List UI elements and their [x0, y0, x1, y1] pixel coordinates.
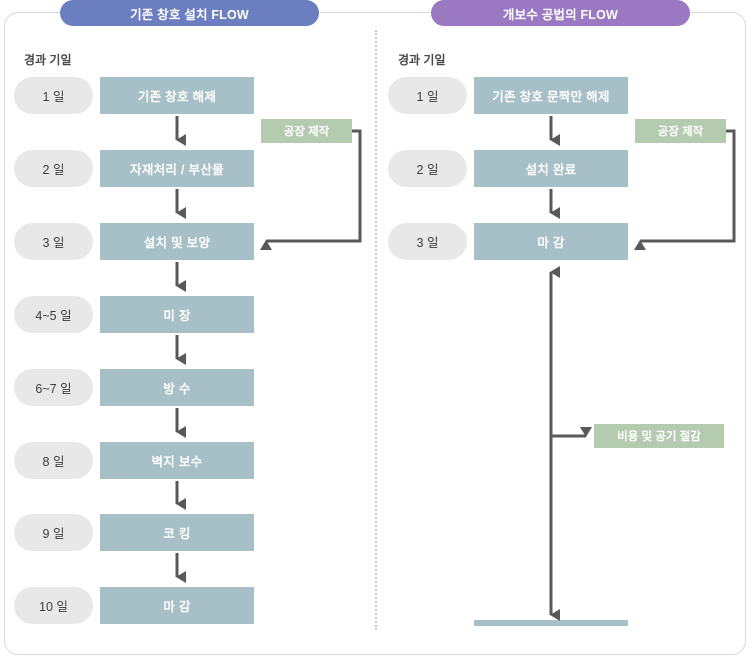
- savings-tag: 비용 및 공기 절감: [594, 424, 724, 448]
- step-box: 기존 창호 문짝만 해제: [474, 77, 628, 114]
- caption-right: 경과 기일: [398, 53, 446, 67]
- step-box: 코 킹: [100, 514, 254, 551]
- column-divider: [375, 30, 377, 630]
- step-box: 방 수: [100, 369, 254, 406]
- step-box: 설치 완료: [474, 150, 628, 187]
- day-pill: 1 일: [14, 77, 93, 114]
- header-pill-left: 기존 창호 설치 FLOW: [60, 0, 319, 26]
- caption-left: 경과 기일: [24, 53, 72, 67]
- day-pill: 4~5 일: [14, 296, 93, 333]
- day-pill: 2 일: [14, 150, 93, 187]
- day-pill: 10 일: [14, 587, 93, 624]
- day-pill: 9 일: [14, 514, 93, 551]
- step-box: 마 감: [474, 223, 628, 260]
- step-box: 자재처리 / 부산물: [100, 150, 254, 187]
- step-box: 벽지 보수: [100, 442, 254, 479]
- step-box: 미 장: [100, 296, 254, 333]
- day-pill: 6~7 일: [14, 369, 93, 406]
- header-pill-right: 개보수 공법의 FLOW: [431, 0, 690, 26]
- step-box: 설치 및 보양: [100, 223, 254, 260]
- header-title-left: 기존 창호 설치 FLOW: [130, 7, 249, 22]
- day-pill: 2 일: [388, 150, 467, 187]
- day-pill: 8 일: [14, 442, 93, 479]
- baseline-bar: [474, 620, 628, 626]
- day-pill: 3 일: [388, 223, 467, 260]
- day-pill: 3 일: [14, 223, 93, 260]
- factory-tag-left: 공장 제작: [261, 119, 352, 143]
- day-pill: 1 일: [388, 77, 467, 114]
- factory-tag-right: 공장 제작: [635, 119, 726, 143]
- step-box: 마 감: [100, 587, 254, 624]
- header-title-right: 개보수 공법의 FLOW: [502, 7, 619, 22]
- step-box: 기존 창호 해제: [100, 77, 254, 114]
